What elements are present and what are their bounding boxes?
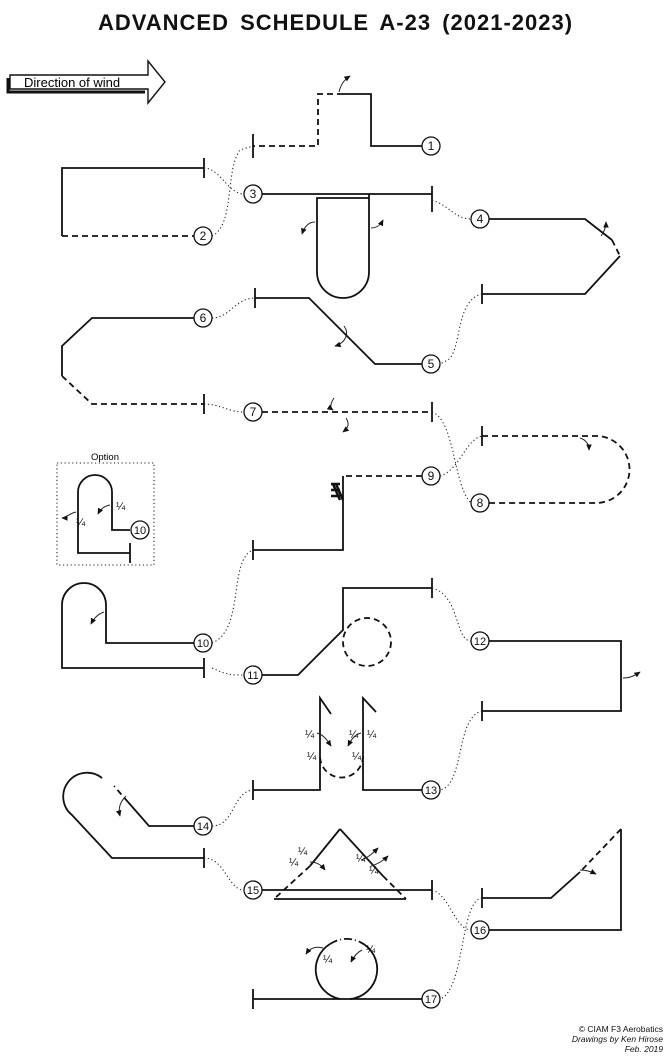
quarter-mark: ¼ xyxy=(305,729,315,741)
svg-text:9: 9 xyxy=(428,469,435,483)
quarter-mark: ¼ xyxy=(289,857,299,869)
figure-8-path xyxy=(481,426,631,504)
svg-text:4: 4 xyxy=(477,212,484,226)
figure-number-8: 8 xyxy=(470,493,490,513)
svg-text:16: 16 xyxy=(474,925,486,937)
figure-number-10: 10 xyxy=(193,633,213,653)
option-label: Option xyxy=(91,452,119,463)
svg-text:17: 17 xyxy=(425,994,437,1006)
figure-13-path xyxy=(252,695,422,800)
copyright-text: © CIAM F3 Aerobatics xyxy=(578,1024,663,1034)
svg-text:12: 12 xyxy=(474,636,486,648)
svg-text:13: 13 xyxy=(425,785,437,797)
figure-10-path xyxy=(61,582,205,678)
figure-11-path xyxy=(262,578,433,676)
quarter-mark: ¼ xyxy=(76,517,86,529)
date-text: Feb. 2019 xyxy=(624,1044,663,1054)
figure-1-path xyxy=(252,75,422,158)
quarter-mark: ¼ xyxy=(356,853,366,865)
svg-text:7: 7 xyxy=(250,405,257,419)
quarter-mark: ¼ xyxy=(369,865,379,877)
figure-number-5: 5 xyxy=(421,354,441,374)
wind-label: Direction of wind xyxy=(24,75,120,90)
figure-number-15: 15 xyxy=(243,880,263,900)
quarter-mark: ¼ xyxy=(366,944,376,956)
connectors xyxy=(203,145,483,1000)
figure-5-6-path xyxy=(61,288,422,414)
figure-number-4: 4 xyxy=(470,209,490,229)
wind-direction-arrow: Direction of wind xyxy=(6,59,166,105)
figure-17-path xyxy=(252,938,422,1009)
figure-2-path xyxy=(61,158,205,237)
figure-number-11: 11 xyxy=(243,665,263,685)
svg-text:2: 2 xyxy=(200,229,207,243)
quarter-mark: ¼ xyxy=(307,751,317,763)
quarter-roll-marks: ¼ ¼ ¼ ¼ ¼ ¼ ¼ ¼ ¼ ¼ ¼ ¼ ¼ xyxy=(76,501,379,966)
figure-7-path xyxy=(262,397,433,433)
figure-number-13: 13 xyxy=(421,780,441,800)
figure-number-1: 1 xyxy=(421,136,441,156)
figure-number-7: 7 xyxy=(243,402,263,422)
quarter-mark: ¼ xyxy=(349,729,359,741)
figure-15-path xyxy=(262,828,433,900)
svg-text:6: 6 xyxy=(200,311,207,325)
svg-text:10: 10 xyxy=(197,638,209,650)
figure-number-10-option: 10 xyxy=(130,520,150,540)
credit-block: © CIAM F3 Aerobatics Drawings by Ken Hir… xyxy=(572,1024,663,1054)
svg-text:14: 14 xyxy=(197,821,209,833)
svg-text:3: 3 xyxy=(250,187,257,201)
figure-number-2: 2 xyxy=(193,226,213,246)
figure-number-14: 14 xyxy=(193,816,213,836)
page-title: ADVANCED SCHEDULE A-23 (2021-2023) xyxy=(97,10,574,35)
quarter-mark: ¼ xyxy=(116,501,126,513)
quarter-mark: ¼ xyxy=(323,954,333,966)
svg-text:11: 11 xyxy=(247,670,258,682)
quarter-mark: ¼ xyxy=(367,729,377,741)
figure-12-path xyxy=(481,640,641,721)
author-text: Drawings by Ken Hirose xyxy=(571,1034,663,1044)
figure-number-17: 17 xyxy=(421,989,441,1009)
svg-text:1: 1 xyxy=(428,139,435,153)
svg-text:8: 8 xyxy=(477,496,484,510)
figure-number-12: 12 xyxy=(470,631,490,651)
figure-9-path xyxy=(252,475,422,560)
figure-3-path xyxy=(262,186,433,299)
figure-14-path xyxy=(62,771,205,868)
quarter-mark: ¼ xyxy=(352,751,362,763)
figure-number-6: 6 xyxy=(193,308,213,328)
svg-text:15: 15 xyxy=(247,885,259,897)
quarter-mark: ¼ xyxy=(298,846,308,858)
figure-number-9: 9 xyxy=(421,466,441,486)
svg-text:5: 5 xyxy=(428,357,435,371)
figure-number-3: 3 xyxy=(243,184,263,204)
option-box: Option xyxy=(56,452,155,566)
figure-number-16: 16 xyxy=(470,920,490,940)
figure-16-path xyxy=(481,828,622,931)
figure-4-path xyxy=(481,218,621,304)
svg-text:10: 10 xyxy=(134,525,146,537)
